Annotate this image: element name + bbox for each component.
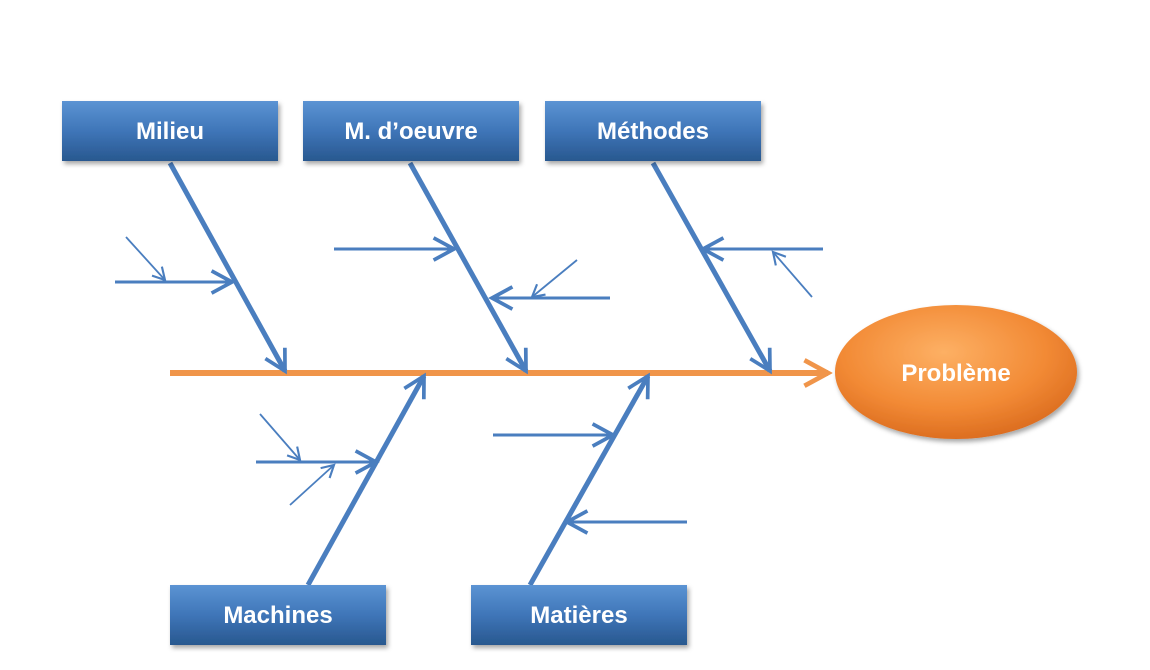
- cause-label-milieu: Milieu: [136, 118, 204, 145]
- sub-sub-arrow: [530, 259, 578, 299]
- bone-matieres: [527, 376, 651, 587]
- bone-machines: [305, 376, 427, 587]
- effect-label: Problème: [901, 360, 1010, 387]
- cause-box-milieu: Milieu: [62, 101, 278, 161]
- cause-label-machines: Machines: [223, 602, 332, 629]
- cause-label-methodes: Méthodes: [597, 118, 709, 145]
- effect-node: Problème: [835, 305, 1077, 439]
- cause-box-main-oeuvre: M. d’oeuvre: [303, 101, 519, 161]
- cause-label-matieres: Matières: [530, 602, 627, 629]
- sub-sub-arrow: [125, 236, 167, 282]
- cause-box-methodes: Méthodes: [545, 101, 761, 161]
- sub-sub-arrow: [289, 463, 336, 506]
- sub-sub-arrow: [259, 413, 302, 462]
- bone-milieu: [167, 161, 288, 371]
- sub-sub-arrow: [771, 250, 813, 298]
- cause-box-matieres: Matières: [471, 585, 687, 645]
- cause-label-main-oeuvre: M. d’oeuvre: [344, 118, 477, 145]
- bone-methodes: [650, 161, 773, 371]
- cause-box-machines: Machines: [170, 585, 386, 645]
- bone-main-oeuvre: [407, 161, 529, 371]
